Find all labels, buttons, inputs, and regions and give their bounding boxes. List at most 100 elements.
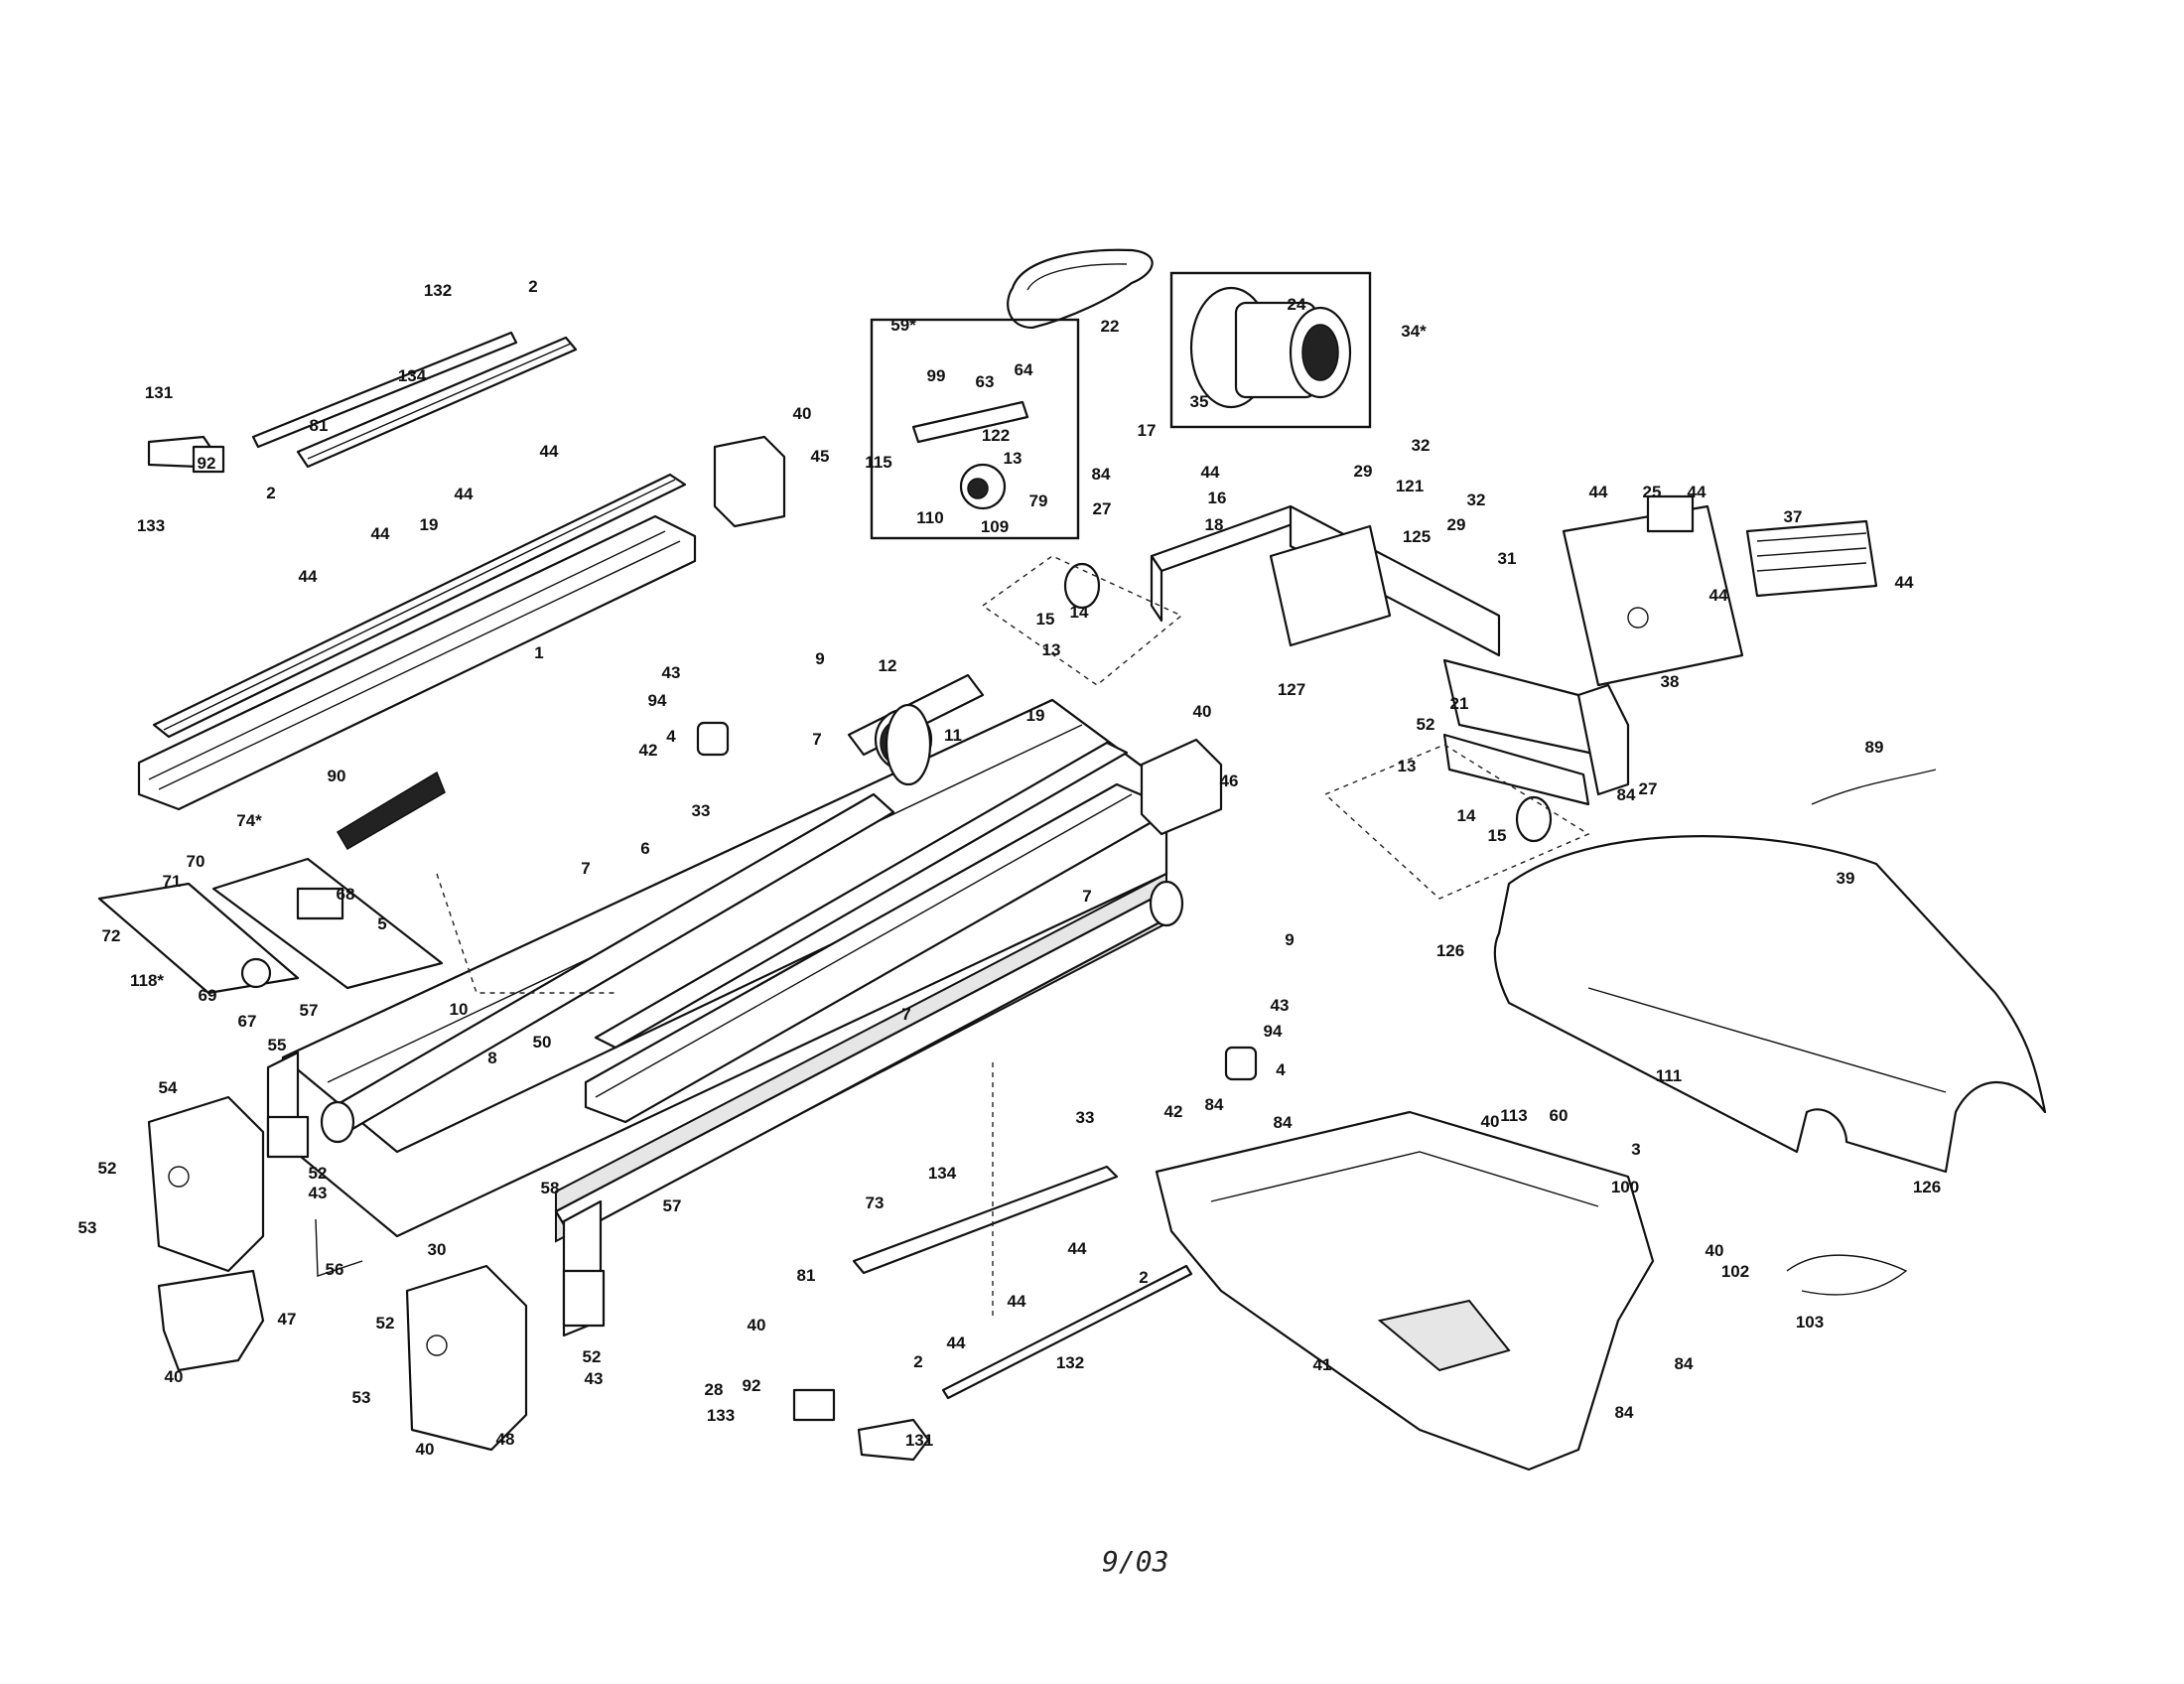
foot-pad-lower bbox=[1224, 1046, 1258, 1081]
callout-c115: 115 bbox=[865, 453, 891, 472]
callout-c69: 69 bbox=[199, 986, 217, 1005]
callout-c109: 109 bbox=[981, 517, 1009, 536]
callout-c122: 122 bbox=[982, 426, 1010, 445]
callout-c84e: 84 bbox=[1675, 1354, 1694, 1373]
callout-c33a: 33 bbox=[692, 801, 711, 820]
callout-c45: 45 bbox=[811, 447, 830, 466]
callout-c52d: 52 bbox=[583, 1347, 602, 1366]
callout-c6: 6 bbox=[640, 839, 649, 858]
callout-c2b: 2 bbox=[266, 484, 275, 502]
callout-c52a: 52 bbox=[98, 1159, 117, 1178]
callout-c133a: 133 bbox=[137, 516, 165, 535]
callout-c40c: 40 bbox=[1481, 1112, 1500, 1131]
callout-c42b: 42 bbox=[1164, 1102, 1183, 1121]
callout-c19b: 19 bbox=[1026, 706, 1045, 725]
callout-c29a: 29 bbox=[1354, 462, 1373, 481]
callout-c43a: 43 bbox=[662, 663, 681, 682]
callout-c53a: 53 bbox=[78, 1218, 97, 1237]
callout-c16: 16 bbox=[1208, 489, 1227, 507]
callout-c44d: 44 bbox=[299, 567, 318, 586]
callout-c35: 35 bbox=[1190, 392, 1209, 411]
callout-c132b: 132 bbox=[1056, 1353, 1084, 1372]
callout-c134a: 134 bbox=[398, 366, 427, 385]
callout-c27a: 27 bbox=[1093, 499, 1112, 518]
callout-c131a: 131 bbox=[145, 383, 173, 402]
callout-c32a: 32 bbox=[1412, 436, 1431, 455]
callout-c9a: 9 bbox=[815, 649, 824, 668]
callout-c52b: 52 bbox=[309, 1164, 328, 1183]
callout-c4a: 4 bbox=[666, 727, 676, 746]
callout-c44b: 44 bbox=[455, 485, 474, 503]
callout-c7d: 7 bbox=[901, 1005, 910, 1024]
callout-c13a: 13 bbox=[1042, 640, 1061, 659]
callout-c121: 121 bbox=[1396, 477, 1424, 495]
callout-c125: 125 bbox=[1403, 527, 1431, 546]
callout-c38: 38 bbox=[1661, 672, 1680, 691]
callout-c32b: 32 bbox=[1467, 491, 1486, 509]
callout-c33b: 33 bbox=[1076, 1108, 1095, 1127]
callout-c28: 28 bbox=[705, 1380, 724, 1399]
callout-c27b: 27 bbox=[1639, 779, 1658, 798]
callout-c44g: 44 bbox=[1688, 483, 1706, 501]
callout-c58: 58 bbox=[541, 1179, 560, 1197]
callout-c44f: 44 bbox=[1589, 483, 1608, 501]
wheel-upper bbox=[1063, 562, 1101, 610]
callout-c72: 72 bbox=[102, 926, 121, 945]
callout-c31: 31 bbox=[1498, 549, 1517, 568]
callout-c57b: 57 bbox=[663, 1196, 682, 1215]
callout-labels: 1222234456777789910111213131314141515161… bbox=[78, 277, 1942, 1459]
callout-c52e: 52 bbox=[1417, 715, 1435, 734]
callout-c13b: 13 bbox=[1398, 757, 1417, 775]
callout-c8: 8 bbox=[487, 1049, 496, 1067]
callout-c4b: 4 bbox=[1276, 1060, 1286, 1079]
callout-c100: 100 bbox=[1611, 1178, 1639, 1196]
callout-c44k: 44 bbox=[1008, 1292, 1026, 1311]
callout-c54: 54 bbox=[159, 1078, 178, 1097]
callout-c118: 118* bbox=[130, 971, 164, 990]
callout-c11: 11 bbox=[944, 726, 962, 745]
motor-pan bbox=[1155, 1110, 1655, 1472]
part-drawings bbox=[97, 248, 2047, 1472]
callout-c14b: 14 bbox=[1457, 806, 1476, 825]
callout-c15b: 15 bbox=[1488, 826, 1507, 845]
callout-c44j: 44 bbox=[1068, 1239, 1087, 1258]
callout-c44h: 44 bbox=[1709, 586, 1728, 605]
callout-c40f: 40 bbox=[165, 1367, 184, 1386]
callout-c84f: 84 bbox=[1615, 1403, 1634, 1422]
callout-c2c: 2 bbox=[1139, 1268, 1148, 1287]
callout-c110: 110 bbox=[916, 508, 943, 527]
callout-c47: 47 bbox=[278, 1310, 297, 1329]
callout-c44i: 44 bbox=[1895, 573, 1914, 592]
foot-rail-bottom bbox=[792, 1165, 1193, 1462]
grip-strip-90 bbox=[336, 771, 446, 851]
cover-46 bbox=[1140, 738, 1223, 836]
callout-c40g: 40 bbox=[416, 1440, 435, 1459]
callout-c84d: 84 bbox=[1274, 1113, 1293, 1132]
front-pulley bbox=[885, 703, 932, 786]
callout-c81a: 81 bbox=[310, 416, 329, 435]
callout-c25: 25 bbox=[1643, 483, 1662, 501]
callout-c1: 1 bbox=[534, 643, 543, 662]
callout-c90: 90 bbox=[328, 767, 346, 785]
motor-frame bbox=[1150, 504, 1630, 806]
callout-c18: 18 bbox=[1205, 515, 1224, 534]
callout-c44l: 44 bbox=[947, 1333, 966, 1352]
callout-c3: 3 bbox=[1631, 1140, 1640, 1159]
callout-c40b: 40 bbox=[1193, 702, 1212, 721]
callout-c41: 41 bbox=[1313, 1355, 1332, 1374]
power-cord-102 bbox=[1786, 1254, 1908, 1296]
callout-c14a: 14 bbox=[1070, 603, 1089, 622]
callout-c55: 55 bbox=[268, 1036, 287, 1054]
callout-c42a: 42 bbox=[639, 741, 658, 760]
callout-c59: 59* bbox=[890, 316, 916, 335]
callout-c22: 22 bbox=[1101, 317, 1120, 336]
control-board-plate bbox=[1562, 494, 1878, 687]
callout-c111: 111 bbox=[1656, 1066, 1683, 1085]
callout-c52c: 52 bbox=[376, 1314, 395, 1333]
pulley-bracket-box bbox=[870, 318, 1080, 540]
callout-c44a: 44 bbox=[540, 442, 559, 461]
end-cap-right bbox=[405, 1264, 528, 1452]
callout-c94a: 94 bbox=[648, 691, 667, 710]
callout-c34: 34* bbox=[1401, 322, 1427, 341]
